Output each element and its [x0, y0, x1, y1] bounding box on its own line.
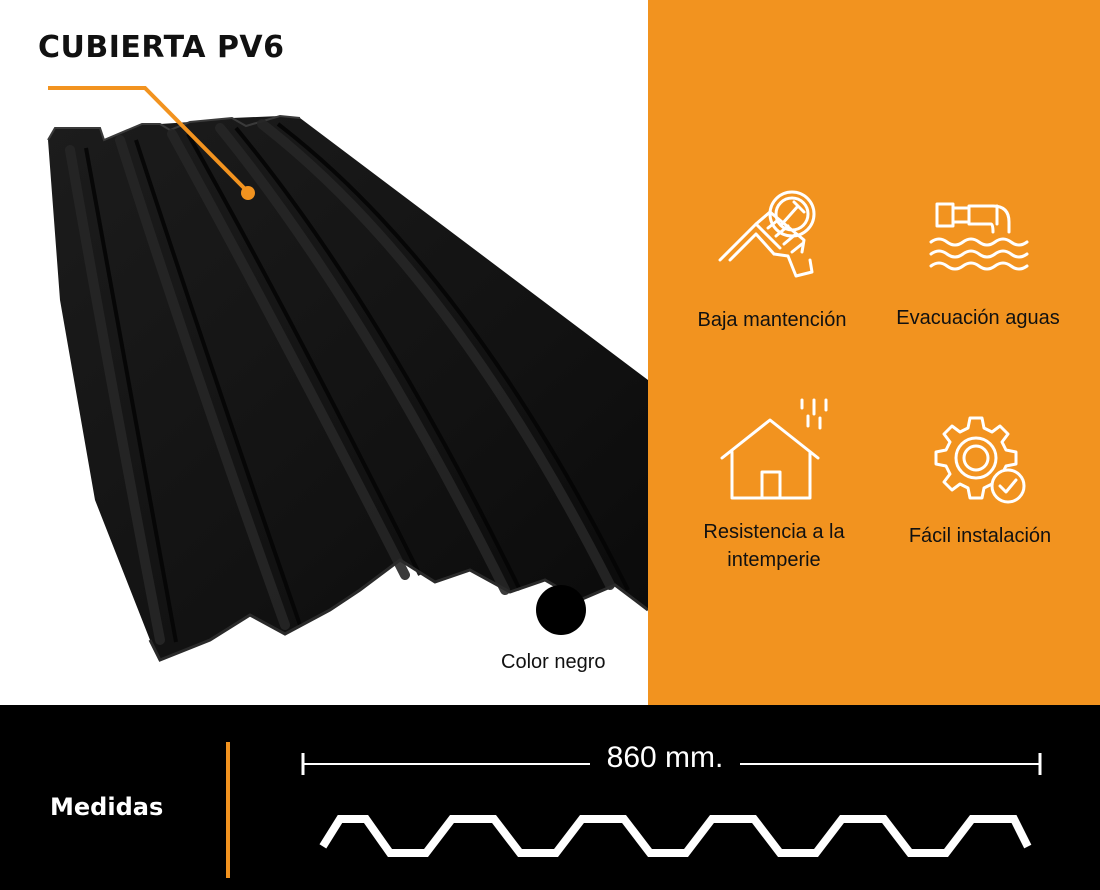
feature-label: Baja mantención — [697, 309, 847, 331]
feature-low-maintenance: Baja mantención — [682, 176, 862, 334]
product-section: CUBIERTA PV6 Color negro Baja mantención — [0, 0, 1100, 705]
pipe-water-icon — [929, 202, 1029, 271]
gear-check-icon — [934, 416, 1026, 504]
product-title: CUBIERTA PV6 — [38, 30, 285, 65]
orange-divider — [226, 742, 230, 878]
measures-section: Medidas 860 mm. — [0, 705, 1100, 890]
feature-water-evacuation: Evacuación aguas — [880, 194, 1076, 332]
color-swatch — [536, 585, 586, 635]
feature-easy-installation: Fácil instalación — [890, 412, 1070, 550]
feature-label: Evacuación aguas — [896, 307, 1060, 329]
feature-label: Resistencia a la intemperie — [703, 521, 845, 571]
roof-inspection-icon — [718, 190, 816, 278]
profile-diagram — [319, 815, 1032, 857]
dimension-label: 860 mm. — [590, 741, 740, 775]
measures-label: Medidas — [50, 793, 164, 821]
color-label: Color negro — [501, 651, 606, 673]
feature-weather-resistance: Resistencia a la intemperie — [686, 396, 862, 574]
product-image-area: CUBIERTA PV6 Color negro — [0, 0, 648, 705]
house-rain-icon — [720, 398, 828, 500]
features-panel — [648, 0, 1100, 705]
feature-label: Fácil instalación — [908, 525, 1052, 547]
